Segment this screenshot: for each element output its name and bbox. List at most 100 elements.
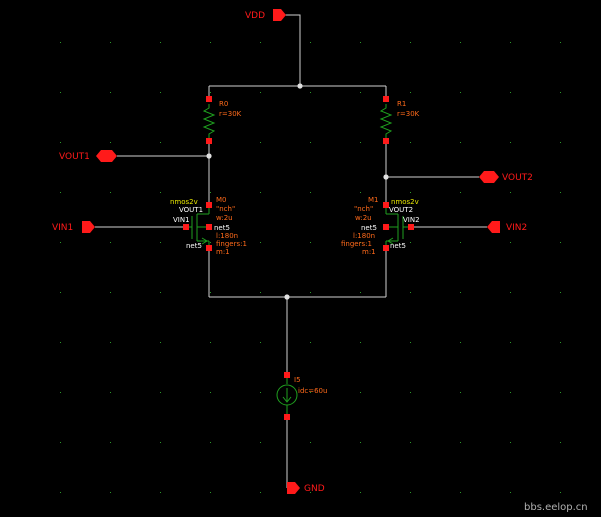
grid-dot <box>160 42 161 43</box>
grid-dot <box>410 192 411 193</box>
port-vin2[interactable]: VIN2 <box>487 221 527 233</box>
grid-dot <box>510 342 511 343</box>
resistor-icon <box>379 104 393 138</box>
grid-dot <box>360 342 361 343</box>
grid-dot <box>260 42 261 43</box>
grid-dot <box>260 342 261 343</box>
resistor-r1-pin-top <box>383 96 389 102</box>
grid-dot <box>510 492 511 493</box>
transistor-m0-w: w:2u <box>216 214 233 222</box>
grid-dot <box>310 242 311 243</box>
current-source-i5-value: idc=60u <box>298 387 327 395</box>
port-gnd-label: GND <box>304 484 325 494</box>
grid-dot <box>560 442 561 443</box>
grid-dot <box>60 192 61 193</box>
grid-dot <box>160 92 161 93</box>
transistor-m0-name: M0 <box>216 196 227 204</box>
grid-dot <box>260 392 261 393</box>
transistor-m0-l: l:180n <box>216 232 238 240</box>
grid-dot <box>360 192 361 193</box>
transistor-m0-source-net: net5 <box>186 242 202 250</box>
grid-dot <box>210 242 211 243</box>
grid-dot <box>510 142 511 143</box>
port-gnd-shape <box>287 482 300 494</box>
grid-dot <box>310 42 311 43</box>
grid-dot <box>360 92 361 93</box>
grid-dot <box>210 392 211 393</box>
grid-dot <box>110 192 111 193</box>
grid-dot <box>410 392 411 393</box>
current-source-i5-pin-top <box>284 372 290 378</box>
grid-dot <box>460 242 461 243</box>
junction-vout1 <box>206 153 212 159</box>
transistor-m1-pin-body <box>383 224 389 230</box>
grid-dot <box>510 442 511 443</box>
transistor-m0-model: "nch" <box>216 205 235 213</box>
grid-dot <box>410 142 411 143</box>
grid-dot <box>110 292 111 293</box>
resistor-r0[interactable]: R0 r=30K <box>202 96 242 144</box>
transistor-m1[interactable]: nmos2v VOUT2 VIN2 net5 net5 M1 "nch" w:2… <box>341 196 420 256</box>
resistor-r1-pin-bot <box>383 138 389 144</box>
grid-dot <box>160 442 161 443</box>
junctions <box>206 83 389 300</box>
grid-dot <box>210 342 211 343</box>
port-vin1-shape <box>82 221 95 233</box>
grid-dot <box>260 292 261 293</box>
grid-dot <box>410 292 411 293</box>
transistor-m0-fingers: fingers:1 <box>216 240 247 248</box>
transistor-m0-cell: nmos2v <box>170 198 198 206</box>
port-gnd[interactable]: GND <box>287 482 325 494</box>
port-vdd-shape <box>273 9 286 21</box>
port-vout2[interactable]: VOUT2 <box>479 171 533 183</box>
grid-dot <box>160 292 161 293</box>
port-vout1[interactable]: VOUT1 <box>59 150 117 162</box>
grid <box>60 42 561 493</box>
port-vin1[interactable]: VIN1 <box>52 221 95 233</box>
grid-dot <box>60 242 61 243</box>
transistor-m1-pin-drain <box>383 202 389 208</box>
grid-dot <box>210 292 211 293</box>
grid-dot <box>460 92 461 93</box>
transistor-m1-drain-net: VOUT2 <box>389 206 413 214</box>
transistor-m0-m: m:1 <box>216 248 230 256</box>
resistor-r1-value: r=30K <box>397 110 420 118</box>
grid-dot <box>360 442 361 443</box>
grid-dot <box>110 442 111 443</box>
grid-dot <box>560 392 561 393</box>
resistor-r0-pin-bot <box>206 138 212 144</box>
grid-dot <box>510 192 511 193</box>
grid-dot <box>260 192 261 193</box>
grid-dot <box>560 142 561 143</box>
port-vin1-label: VIN1 <box>52 223 73 233</box>
grid-dot <box>210 442 211 443</box>
current-source-i5[interactable]: I5 idc=60u <box>276 372 327 420</box>
resistor-r1[interactable]: R1 r=30K <box>379 96 420 144</box>
grid-dot <box>210 192 211 193</box>
port-vin2-label: VIN2 <box>506 223 527 233</box>
transistor-m0[interactable]: nmos2v VOUT1 VIN1 net5 net5 M0 "nch" w:2… <box>170 196 247 256</box>
grid-dot <box>260 92 261 93</box>
port-vin2-shape <box>487 221 500 233</box>
grid-dot <box>510 92 511 93</box>
grid-dot <box>410 492 411 493</box>
grid-dot <box>60 442 61 443</box>
transistor-m1-pin-gate <box>408 224 414 230</box>
grid-dot <box>510 292 511 293</box>
grid-dot <box>260 492 261 493</box>
transistor-m1-w: w:2u <box>355 214 372 222</box>
resistor-r1-name: R1 <box>397 100 406 108</box>
wire-vdd <box>285 14 301 86</box>
current-source-i5-name: I5 <box>294 376 301 384</box>
grid-dot <box>360 292 361 293</box>
grid-dot <box>310 92 311 93</box>
transistor-m1-pin-source <box>383 245 389 251</box>
grid-dot <box>110 242 111 243</box>
grid-dot <box>510 242 511 243</box>
grid-dot <box>460 42 461 43</box>
grid-dot <box>410 242 411 243</box>
grid-dot <box>110 492 111 493</box>
port-vdd[interactable]: VDD <box>245 9 286 21</box>
grid-dot <box>310 492 311 493</box>
transistor-m1-gate-net: VIN2 <box>403 216 420 224</box>
